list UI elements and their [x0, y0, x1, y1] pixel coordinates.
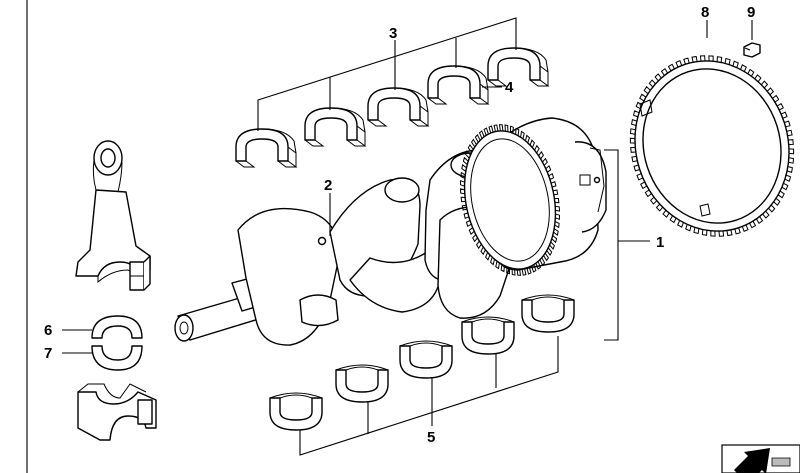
- crankshaft: [174, 117, 607, 346]
- screw: [743, 42, 761, 58]
- increment-wheel: [629, 55, 795, 237]
- bearing-shell: [427, 65, 489, 105]
- bearing-shell: [269, 392, 323, 431]
- callout-5: 5: [427, 429, 435, 446]
- bearing-shell: [461, 316, 515, 355]
- bearing-shell: [367, 87, 429, 127]
- callout-1: 1: [656, 234, 664, 251]
- connecting-rod: [75, 140, 151, 291]
- callout-3: 3: [389, 25, 397, 42]
- bearing-shell: [235, 128, 297, 168]
- rod-bearing-shells: [62, 315, 143, 371]
- main-bearing-shells-upper: [235, 17, 549, 168]
- bearing-shell: [487, 47, 549, 87]
- rod-cap: [77, 383, 157, 441]
- bearing-shell: [304, 107, 366, 147]
- bearing-shell: [399, 340, 453, 379]
- bearing-shell: [335, 364, 389, 403]
- callout-8: 8: [701, 4, 709, 21]
- callout-9: 9: [747, 4, 755, 21]
- main-bearing-shells-lower: [269, 294, 575, 456]
- callout-7: 7: [44, 345, 52, 362]
- callout-6: 6: [44, 322, 52, 339]
- callout-2: 2: [324, 177, 332, 194]
- callout-4: 4: [505, 79, 514, 96]
- navigation-arrow-icon[interactable]: [721, 444, 800, 473]
- bearing-shell: [521, 294, 575, 333]
